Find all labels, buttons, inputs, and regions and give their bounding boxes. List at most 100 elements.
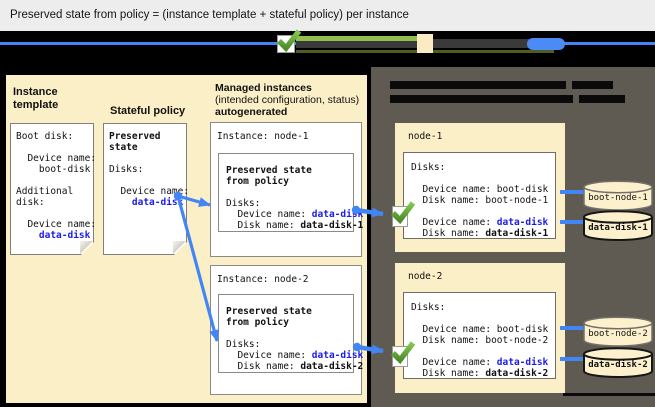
doc-blank (109, 153, 186, 164)
heading-line: autogenerated (215, 106, 288, 118)
doc-line: Device name: boot-disk (411, 184, 549, 195)
doc-line: Device name: (16, 153, 97, 164)
doc-line: Disks: (226, 339, 261, 350)
doc-line: Disk name: data-disk-2 (226, 361, 363, 372)
instance-node-2-box: Instance: node-2 Preserved state from po… (210, 265, 363, 395)
fold-corner (80, 241, 93, 254)
policy-panel: Instance template Boot disk: Device name… (6, 75, 367, 403)
disk-prefix: Disk name: (226, 361, 301, 372)
disk-label: data-disk-1 (588, 223, 648, 233)
disk-name: data-disk-1 (485, 228, 549, 239)
doc-blank (411, 313, 555, 324)
doc-blank (411, 346, 555, 357)
heading-line: (intended configuration, status) (215, 94, 360, 106)
indent (109, 197, 132, 208)
connector-boot-node-1 (560, 190, 585, 194)
doc-line: data-disk (16, 230, 93, 241)
legend-green-bar (296, 36, 432, 41)
doc-line: Device name: data-disk (411, 217, 555, 228)
redacted-text-bar (572, 81, 613, 89)
data-disk-ref: data-disk (311, 350, 364, 361)
legend-cream-chip (417, 34, 433, 53)
device-prefix: Device name: (411, 217, 497, 228)
disk-label: boot-node-2 (588, 329, 648, 339)
boot-node-2-disk-icon: boot-node-2 (582, 316, 654, 347)
doc-line: disk: (16, 197, 45, 208)
instance-template-doc: Boot disk: Device name: boot-disk Additi… (10, 123, 94, 255)
doc-line: Disks: (411, 302, 446, 313)
doc-blank (16, 208, 93, 219)
disk-prefix: Disk name: (411, 228, 486, 239)
doc-line: boot-disk (16, 164, 91, 175)
node-1-box: node-1 Disks: Device name: boot-disk Dis… (395, 123, 565, 252)
node-1-check (391, 201, 416, 227)
doc-line: Disk name: data-disk-1 (226, 220, 363, 231)
doc-line: Additional (16, 186, 74, 197)
disk-prefix: Disk name: (226, 220, 301, 231)
node-2-title: node-2 (408, 271, 443, 282)
disk-prefix: Disk name: (411, 368, 486, 379)
doc-line: Disks: (226, 198, 261, 209)
device-prefix: Device name: (411, 357, 497, 368)
connector-data-disk-2 (560, 357, 585, 361)
doc-blank (226, 187, 353, 198)
doc-blank (226, 328, 353, 339)
device-prefix: Device name: (226, 350, 312, 361)
doc-blank (16, 175, 93, 186)
legend-blue-pill (527, 38, 565, 50)
data-disk-ref: data-disk (496, 217, 549, 228)
instance-node-2-title: Instance: node-2 (217, 274, 309, 285)
doc-line: data-disk (109, 197, 186, 208)
doc-line: Boot disk: (16, 131, 74, 142)
preserved-state-title: Preserved state from policy (226, 306, 312, 328)
disk-name: data-disk-1 (300, 220, 364, 231)
check-icon (391, 341, 416, 365)
preserved-state-title: Preserved state from policy (226, 165, 312, 187)
doc-line: Disk name: data-disk-1 (411, 228, 555, 239)
diagram-title: Preserved state from policy = (instance … (10, 9, 409, 21)
data-disk-ref: data-disk (496, 357, 549, 368)
heading-line: Managed instances (215, 82, 312, 94)
doc-blank (411, 206, 555, 217)
doc-blank (16, 142, 93, 153)
managed-instances-heading: Managed instances (intended configuratio… (215, 82, 365, 118)
doc-line: Device name: (109, 186, 190, 197)
disk-label: boot-node-1 (588, 193, 648, 203)
redacted-line (563, 393, 655, 396)
node-2-check (391, 341, 416, 367)
doc-line: state (109, 142, 138, 153)
doc-line: Disk name: data-disk-2 (411, 368, 555, 379)
disk-name: data-disk-2 (485, 368, 549, 379)
doc-line: Disks: (109, 164, 144, 175)
data-disk-ref: data-disk (131, 197, 184, 208)
preserved-state-box-1: Preserved state from policy Disks: Devic… (218, 153, 363, 232)
doc-line: Device name: data-disk (226, 350, 363, 361)
connector-data-disk-1 (560, 220, 585, 224)
redacted-text-bar (390, 81, 566, 89)
doc-line: Disk name: boot-node-2 (411, 335, 549, 346)
check-icon (277, 29, 302, 53)
node-1-title: node-1 (408, 131, 443, 142)
disk-label: data-disk-2 (588, 360, 648, 370)
doc-line: Preserved (109, 131, 161, 142)
data-disk-2-disk-icon: data-disk-2 (582, 347, 654, 379)
doc-line: Device name: data-disk (226, 209, 363, 220)
indent (16, 230, 39, 241)
preserved-state-box-2: Preserved state from policy Disks: Devic… (218, 294, 363, 373)
instance-node-1-title: Instance: node-1 (217, 131, 309, 142)
legend-checkbox (277, 29, 302, 53)
instance-template-label: Instance template (13, 86, 59, 111)
node-1-disks-box: Disks: Device name: boot-disk Disk name:… (403, 152, 556, 239)
node-2-disks-box: Disks: Device name: boot-disk Disk name:… (403, 292, 556, 379)
doc-line: Device name: (16, 219, 97, 230)
instance-node-1-box: Instance: node-1 Preserved state from po… (210, 122, 363, 257)
doc-line: Device name: boot-disk (411, 324, 549, 335)
connector-boot-node-2 (560, 326, 585, 330)
title-strip: Preserved state from policy = (instance … (0, 0, 655, 31)
redacted-text-bar (390, 95, 573, 103)
data-disk-ref: data-disk (38, 230, 91, 241)
doc-line: Disks: (411, 162, 446, 173)
stateful-policy-doc: Preserved state Disks: Device name: data… (103, 123, 187, 255)
boot-node-1-disk-icon: boot-node-1 (582, 180, 654, 211)
